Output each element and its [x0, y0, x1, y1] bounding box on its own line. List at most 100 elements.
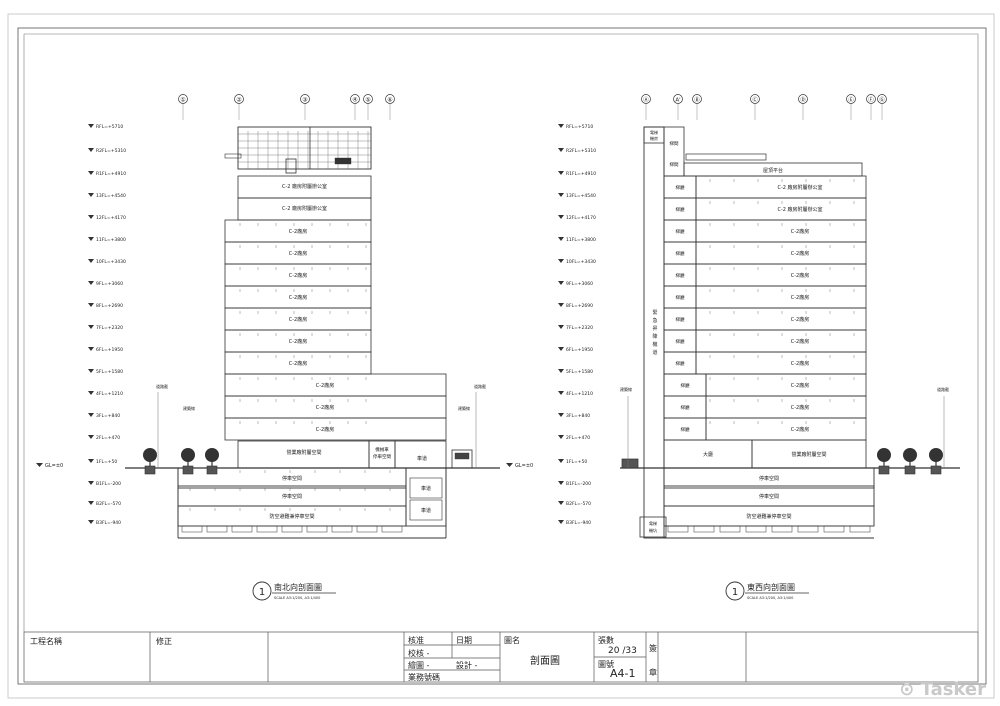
- core-label: 梯廳: [676, 206, 685, 213]
- room-label: C-2廠房: [289, 338, 307, 345]
- basement-ramp-1: [409, 477, 443, 499]
- basement-label: 停車空間: [282, 493, 302, 500]
- level-marker: [558, 520, 564, 524]
- level-label: B1FL=-200: [566, 481, 591, 487]
- level-marker: [558, 435, 564, 439]
- lobby-label: 大廳: [703, 451, 713, 458]
- drawing-number: A4-1: [610, 667, 636, 680]
- planter: [144, 465, 156, 475]
- level-marker: [558, 303, 564, 307]
- foundation-pad: [306, 525, 328, 533]
- level-marker: [558, 193, 564, 197]
- level-marker: [558, 347, 564, 351]
- tree-icon: [143, 448, 157, 475]
- foundation-pad: [381, 525, 403, 533]
- level-label: 4FL=+1210: [96, 391, 123, 397]
- grid-bubble: [363, 94, 373, 104]
- drawing-name: 剖面圖: [530, 656, 560, 667]
- factory-floor: [695, 219, 867, 243]
- truck-icon: [451, 449, 473, 469]
- level-marker: [88, 435, 94, 439]
- level-label: B1FL=-200: [96, 481, 121, 487]
- vertical-label-char: 急: [652, 317, 657, 324]
- room-label: C-2廠房: [289, 250, 307, 257]
- date-label: 日期: [456, 636, 472, 645]
- design-label: 設計 -: [456, 661, 478, 670]
- planter: [904, 465, 916, 475]
- level-label: 6FL=+1950: [566, 347, 593, 353]
- core-label: 梯廳: [681, 382, 690, 389]
- level-label: 3FL=+840: [96, 413, 120, 419]
- factory-floor: [705, 417, 867, 441]
- section-title: 南北向剖面圖: [274, 582, 322, 592]
- room-label: C-2廠房: [289, 294, 307, 301]
- elevator-pit: [639, 516, 667, 538]
- room-label: C-2廠房: [289, 316, 307, 323]
- roof-ledge: [224, 153, 242, 159]
- foundation-pad: [331, 525, 353, 533]
- room-label: C-2廠房: [289, 360, 307, 367]
- roof-platform-label: 屋頂平台: [763, 167, 783, 174]
- grid-bubble: [178, 94, 188, 104]
- level-marker: [88, 325, 94, 329]
- core-label: 梯廳: [676, 184, 685, 191]
- foundation-pad: [256, 525, 278, 533]
- level-label: R1FL=+4910: [566, 171, 596, 177]
- roof-vent: [334, 157, 352, 165]
- basement-ramp-label: 車道: [421, 485, 431, 492]
- watermark-text: Tasker: [920, 679, 986, 700]
- core-label: 梯廳: [676, 228, 685, 235]
- sheet-count: 20 /33: [608, 646, 637, 656]
- level-label: 3FL=+840: [566, 413, 590, 419]
- factory-floor: [695, 285, 867, 309]
- level-label: 13FL=+4540: [566, 193, 596, 199]
- basement-ramp-label: 車道: [421, 507, 431, 514]
- site-label: 道路截: [156, 383, 168, 389]
- tree-icon: [181, 448, 195, 475]
- level-label: 7FL=+2320: [96, 325, 123, 331]
- grid-bubble: [350, 94, 360, 104]
- tree-crown: [877, 448, 891, 462]
- vertical-label-char: 道: [652, 349, 657, 356]
- room-label: C-2廠房: [791, 294, 809, 301]
- core-label: 梯廳: [676, 272, 685, 279]
- grid-label: Ⓓ: [800, 96, 806, 104]
- ground-room-label: 營業廠附屬空間: [286, 449, 321, 456]
- grid-label: ③: [302, 97, 307, 104]
- factory-floor: [695, 263, 867, 287]
- grid-label: ⑥: [387, 97, 392, 104]
- room-label: C-2廠房: [316, 404, 334, 411]
- foundation-pad: [745, 525, 767, 533]
- grid-label: ⑤: [365, 97, 370, 104]
- foundation-pad: [693, 525, 715, 533]
- grid-label: Ⓔ: [848, 96, 854, 104]
- grid-label: Ⓒ: [752, 96, 758, 104]
- level-marker: [88, 259, 94, 263]
- tree-crown: [929, 448, 943, 462]
- section-number: 1: [259, 587, 265, 598]
- basement-label: 停車空間: [759, 493, 779, 500]
- basement-label: 防空避難兼停車空間: [746, 513, 791, 520]
- level-marker: [558, 369, 564, 373]
- section-number-bubble: [725, 581, 745, 601]
- level-marker: [88, 124, 94, 128]
- level-marker: [558, 259, 564, 263]
- vertical-label-char: 昇: [652, 326, 657, 332]
- roof-glass-structure: [224, 126, 372, 174]
- factory-floor: [705, 373, 867, 397]
- tree-crown: [143, 448, 157, 462]
- level-marker: [558, 148, 564, 152]
- planter: [930, 465, 942, 475]
- level-label: 9FL=+3060: [566, 281, 593, 287]
- room-label: C-2 廠房附屬辦公室: [777, 206, 822, 213]
- level-label: 5FL=+1580: [96, 369, 123, 375]
- basement-ramp-2: [409, 499, 443, 521]
- planter: [206, 465, 218, 475]
- foundation-pad: [181, 525, 203, 533]
- level-label: B3FL=-940: [566, 520, 591, 526]
- site-label: 建築線: [458, 405, 470, 411]
